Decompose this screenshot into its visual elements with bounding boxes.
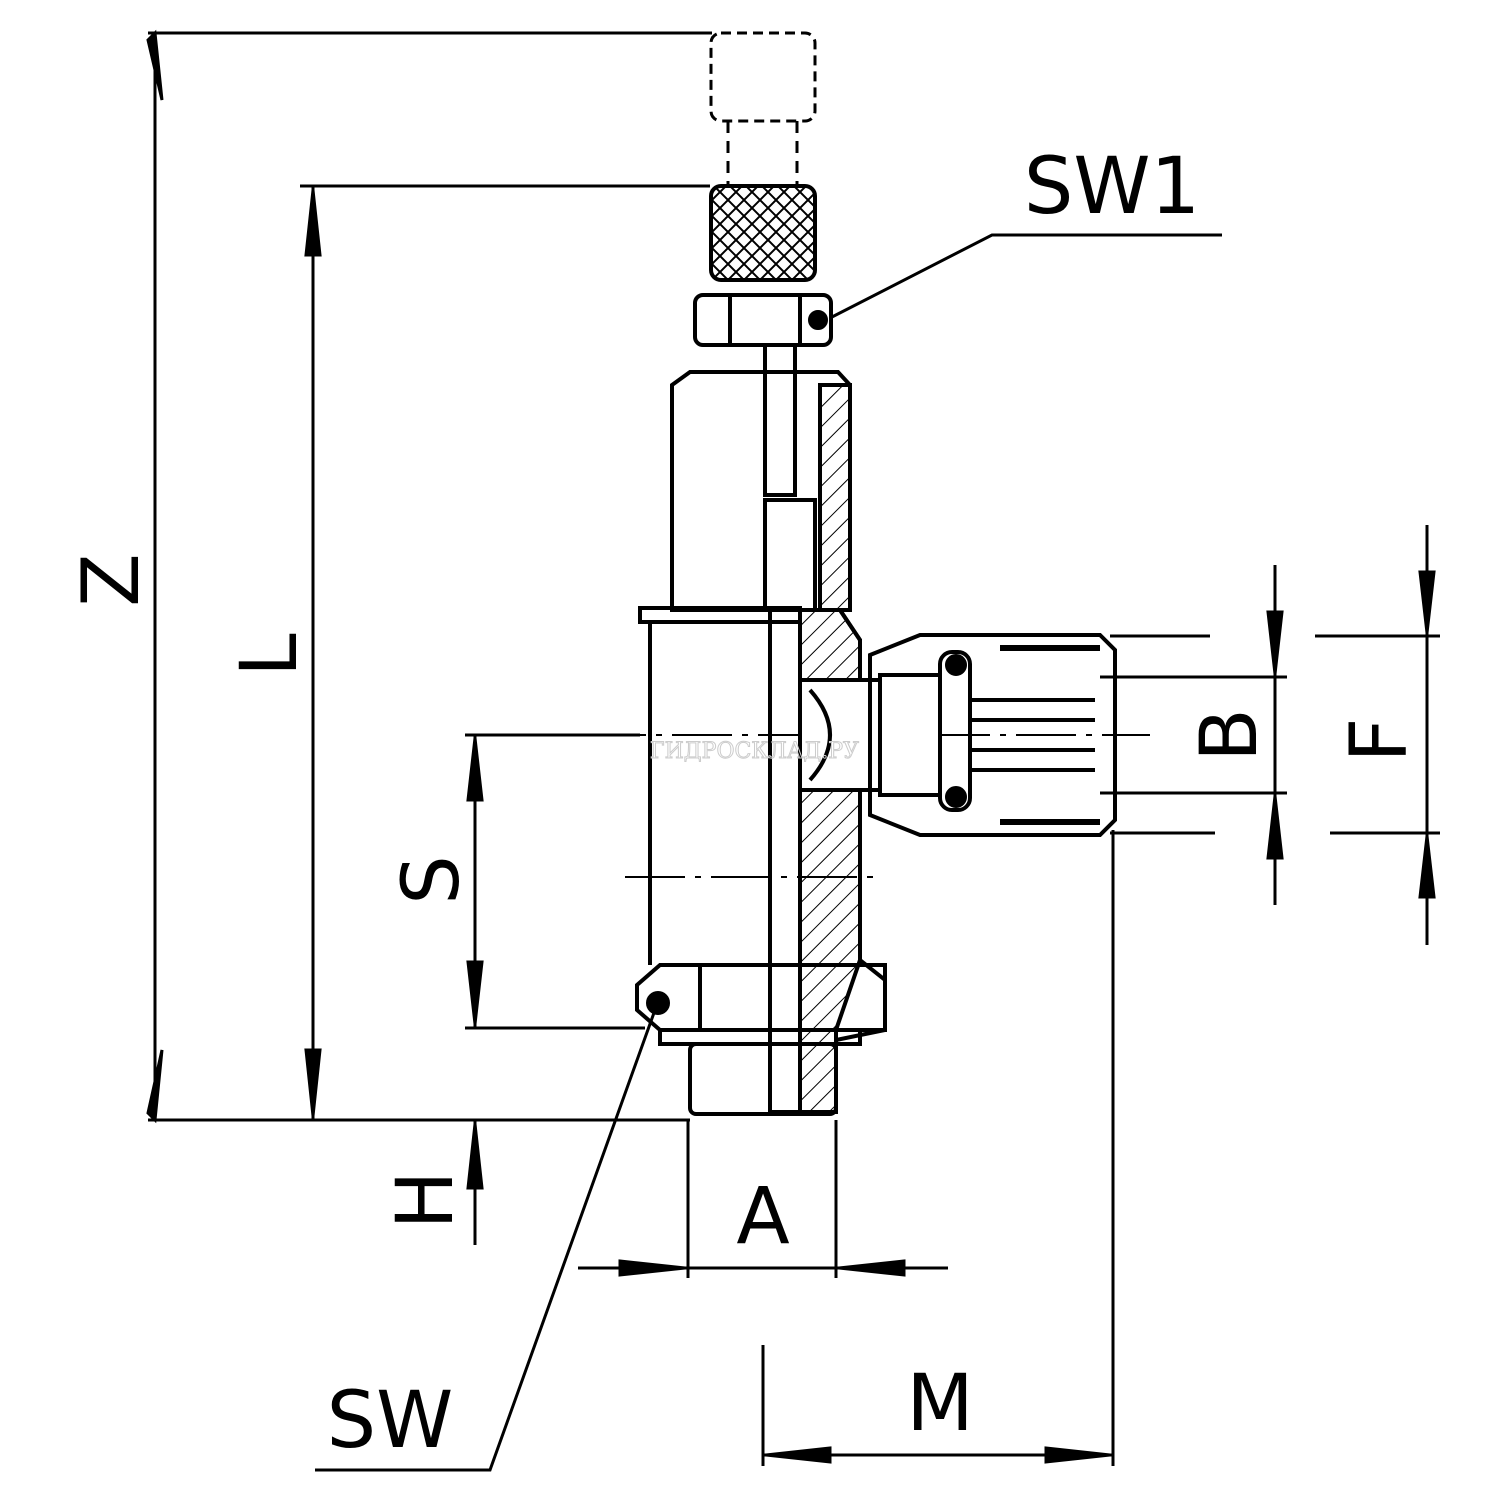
- sw-leader: [315, 1009, 657, 1472]
- hex-nut: [635, 963, 887, 1032]
- watermark: ГИДРОСКЛАД.РУ: [650, 739, 859, 764]
- label-f: F: [1335, 718, 1425, 763]
- push-in-fitting: [868, 633, 1117, 837]
- label-z: Z: [67, 553, 157, 606]
- label-l: L: [225, 633, 315, 677]
- label-sw1: SW1: [1024, 142, 1200, 232]
- sw1-leader: [829, 233, 1222, 320]
- label-h: H: [381, 1171, 471, 1230]
- label-sw: SW: [327, 1376, 454, 1466]
- valve-body: [635, 31, 1117, 1116]
- label-m: M: [906, 1359, 973, 1449]
- label-a: A: [736, 1172, 789, 1262]
- dimension-lines: [146, 29, 1440, 1472]
- label-s: S: [387, 855, 477, 905]
- dimension-labels: Z L S H B F A M SW1 SW: [67, 142, 1425, 1466]
- label-b: B: [1185, 708, 1275, 762]
- knob-alt-position: [709, 31, 817, 123]
- thread: [688, 1042, 838, 1116]
- knurled-knob: [709, 184, 817, 282]
